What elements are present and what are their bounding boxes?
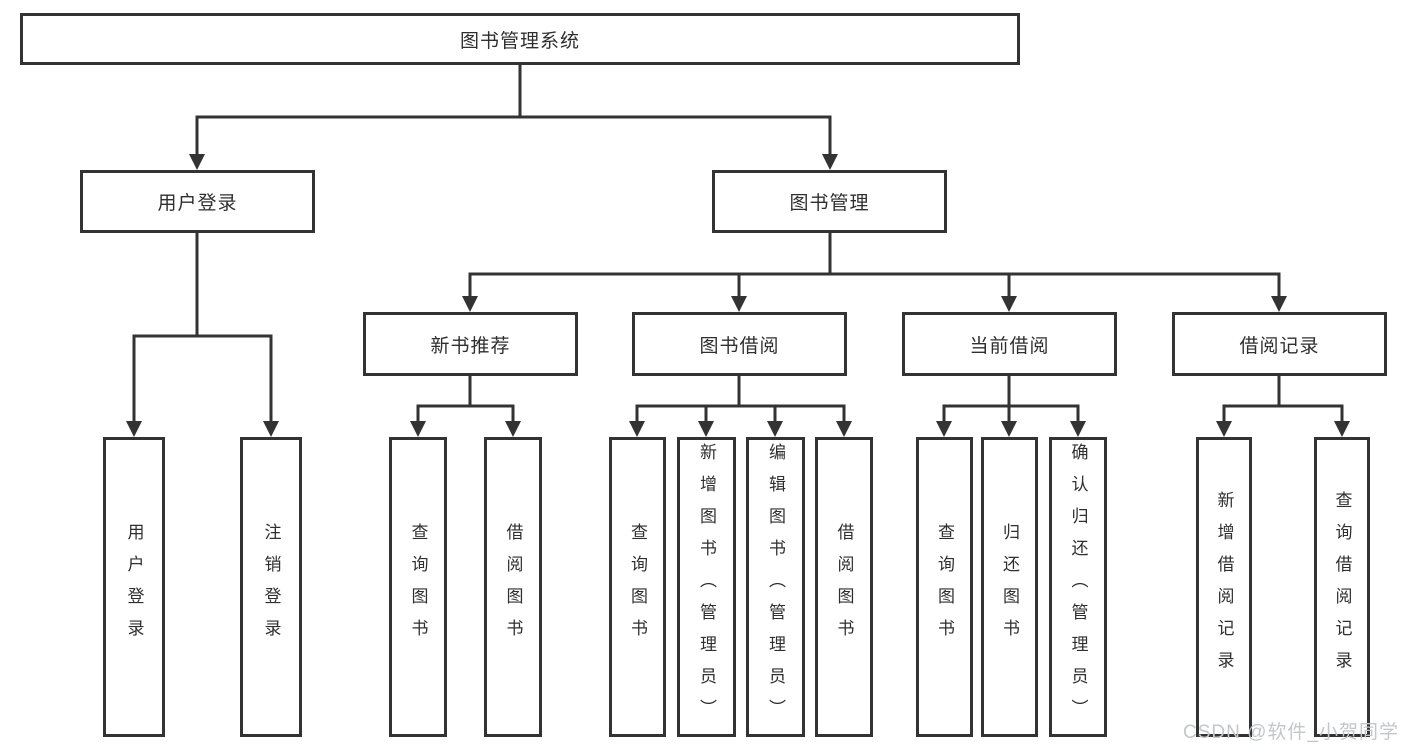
node-new-book-recommend-label: 新书推荐 (430, 335, 511, 357)
leaf-user-login: 用户登录 (103, 437, 165, 737)
node-book-management-label: 图书管理 (789, 193, 870, 214)
node-current-borrowing-label: 当前借阅 (969, 335, 1050, 357)
leaf-add-borrow-record: 新增借阅记录 (1196, 437, 1252, 737)
node-system-root-label: 图书管理系统 (459, 30, 580, 52)
node-current-borrowing: 当前借阅 (902, 312, 1117, 376)
node-system-root: 图书管理系统 (20, 13, 1020, 65)
leaf-query-books-borrowing: 查询图书 (609, 437, 666, 737)
leaf-confirm-return-admin: 确认归还（管理员） (1049, 437, 1107, 737)
leaf-add-books-admin: 新增图书（管理员） (677, 437, 736, 737)
leaf-query-books-recommend: 查询图书 (389, 437, 447, 737)
node-new-book-recommend: 新书推荐 (363, 312, 578, 376)
leaf-return-books: 归还图书 (981, 437, 1038, 737)
node-book-management: 图书管理 (712, 170, 947, 233)
node-user-login-label: 用户登录 (157, 193, 238, 214)
leaf-borrow-books-recommend: 借阅图书 (484, 437, 542, 737)
node-borrowing-records: 借阅记录 (1172, 312, 1387, 376)
csdn-watermark: CSDN @软件_小贺同学 (1183, 722, 1399, 743)
node-book-borrowing: 图书借阅 (632, 312, 847, 376)
leaf-borrow-books-borrowing: 借阅图书 (815, 437, 873, 737)
node-book-borrowing-label: 图书借阅 (699, 335, 780, 357)
leaf-query-borrow-record: 查询借阅记录 (1314, 437, 1370, 737)
node-borrowing-records-label: 借阅记录 (1239, 335, 1320, 357)
leaf-logout: 注销登录 (240, 437, 302, 737)
leaf-edit-books-admin: 编辑图书（管理员） (746, 437, 805, 737)
node-user-login: 用户登录 (80, 170, 315, 233)
leaf-query-books-current: 查询图书 (916, 437, 973, 737)
